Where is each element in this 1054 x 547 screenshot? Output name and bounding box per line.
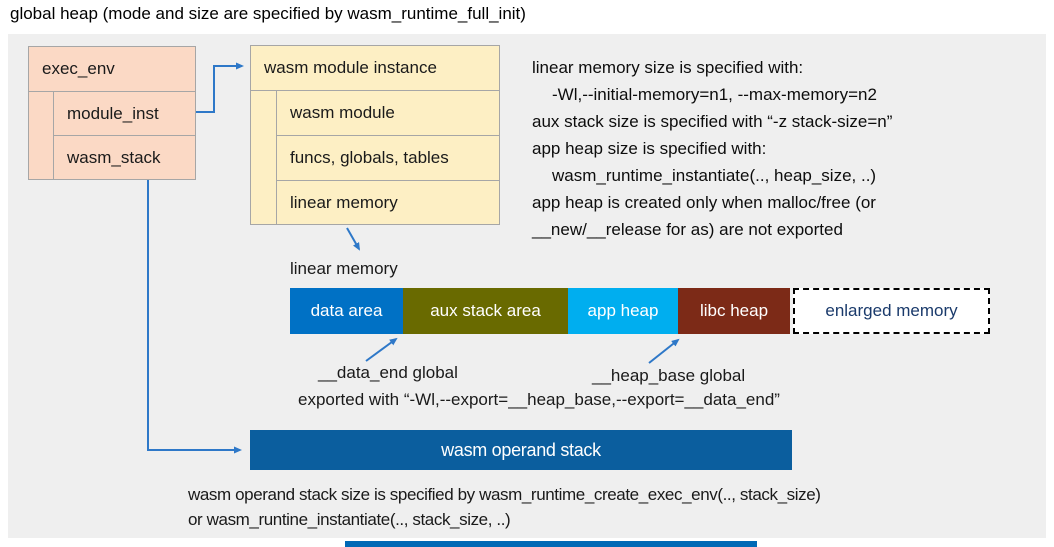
note-aux-stack-size: aux stack size is specified with “-z sta…	[532, 112, 893, 131]
segment-aux-stack-area: aux stack area	[403, 288, 568, 334]
bottom-accent-bar	[345, 541, 757, 547]
segment-enlarged-memory: enlarged memory	[793, 288, 990, 334]
segment-data-area: data area	[290, 288, 403, 334]
module-instance-box: wasm module instance wasm module funcs, …	[250, 45, 500, 225]
exec-env-box: exec_env module_inst wasm_stack	[28, 46, 196, 180]
memory-size-notes: linear memory size is specified with: -W…	[532, 54, 1032, 243]
note-linear-memory-size: linear memory size is specified with:	[532, 58, 804, 77]
heap-base-global-label: __heap_base global	[592, 366, 746, 385]
exec-env-rows: module_inst wasm_stack	[53, 92, 195, 180]
operand-stack-bar: wasm operand stack	[250, 430, 792, 470]
page-title: global heap (mode and size are specified…	[10, 4, 526, 23]
note-app-heap-size: app heap size is specified with:	[532, 139, 767, 158]
data-end-global-label: __data_end global	[318, 363, 458, 382]
note-wl-initial-memory: -Wl,--initial-memory=n1, --max-memory=n2	[552, 85, 877, 104]
module-instance-rows: wasm module funcs, globals, tables linea…	[276, 91, 499, 225]
segment-app-heap: app heap	[568, 288, 678, 334]
note-runtime-instantiate: wasm_runtime_instantiate(.., heap_size, …	[552, 166, 877, 185]
note-app-heap-created-2: __new/__release for as) are not exported	[532, 220, 843, 239]
module-instance-title: wasm module instance	[251, 46, 499, 91]
export-flags-note: exported with “-Wl,--export=__heap_base,…	[298, 390, 780, 409]
exec-env-title: exec_env	[29, 47, 195, 92]
module-instance-row-linear-memory: linear memory	[290, 193, 398, 212]
exec-env-row-wasm-stack: wasm_stack	[67, 148, 161, 167]
module-instance-row-wasm-module: wasm module	[277, 91, 499, 136]
operand-stack-note: wasm operand stack size is specified by …	[188, 482, 821, 532]
module-instance-row-funcs-globals-tables: funcs, globals, tables	[277, 136, 499, 181]
operand-stack-note-line-1: wasm operand stack size is specified by …	[188, 485, 821, 504]
operand-stack-note-line-2: or wasm_runtine_instantiate(.., stack_si…	[188, 510, 511, 529]
exec-env-row-module-inst: module_inst	[54, 92, 195, 136]
linear-memory-caption: linear memory	[290, 259, 398, 278]
note-app-heap-created-1: app heap is created only when malloc/fre…	[532, 193, 876, 212]
segment-libc-heap: libc heap	[678, 288, 790, 334]
